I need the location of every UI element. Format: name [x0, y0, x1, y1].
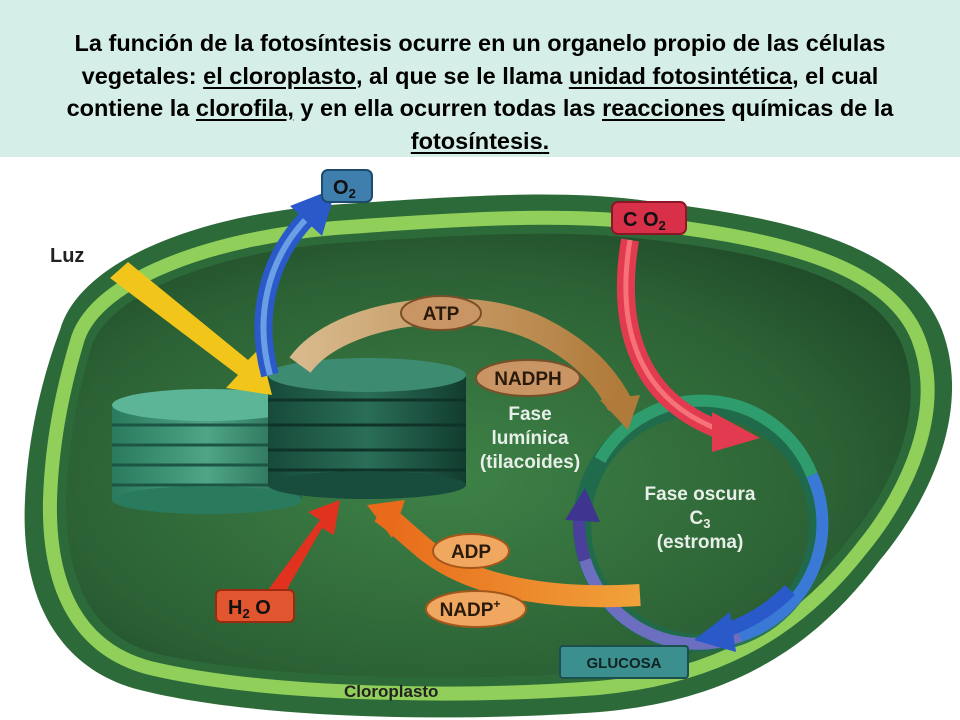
svg-text:ADP: ADP [451, 542, 491, 563]
glucose-box: GLUCOSA [559, 645, 689, 679]
glucose-arrow [694, 584, 795, 652]
atp-nadph-arrow [289, 298, 640, 430]
thylakoid-stack-right [268, 358, 466, 499]
header-keyword: reacciones [602, 95, 725, 121]
nadph-pill: NADPH [475, 359, 581, 397]
header-keyword: fotosíntesis [410, 127, 543, 154]
atp-pill: ATP [400, 295, 482, 331]
calvin-cycle-ring [565, 394, 829, 652]
svg-text:GLUCOSA: GLUCOSA [587, 655, 662, 672]
header-banner: La función de la fotosíntesis ocurre en … [0, 0, 960, 157]
svg-text:NADP+: NADP+ [440, 597, 501, 621]
light-arrow [110, 262, 272, 395]
header-keyword: el cloroplasto [203, 62, 356, 89]
header-text-segment: , al que se le llama [355, 62, 569, 89]
svg-text:Cloroplasto: Cloroplasto [344, 682, 438, 701]
svg-text:ATP: ATP [423, 304, 460, 325]
header-text-segment: y en ella ocurren todas las [293, 95, 603, 121]
caption: Cloroplasto [344, 682, 438, 701]
header-keyword: unidad fotosintética [568, 62, 793, 89]
svg-text:O2: O2 [333, 177, 356, 201]
svg-text:NADPH: NADPH [494, 369, 562, 390]
svg-text:C O2: C O2 [623, 209, 666, 233]
header-keyword: clorofila, [195, 95, 294, 121]
header-text-segment: , el cual contiene la [66, 62, 879, 122]
adp-pill: ADP [432, 533, 510, 569]
co2-arrow [616, 238, 760, 452]
header-keyword: . [542, 127, 550, 154]
svg-text:(estroma): (estroma) [657, 532, 744, 553]
header-paragraph: La función de la fotosíntesis ocurre en … [40, 27, 920, 157]
svg-text:Fase: Fase [508, 404, 551, 425]
svg-text:H2 O: H2 O [228, 597, 271, 621]
svg-text:Fase oscura: Fase oscura [645, 484, 756, 505]
light-phase-label: Fase lumínica (tilacoides) [480, 404, 580, 473]
co2-box: C O2 [611, 201, 687, 235]
h2o-box: H2 O [215, 589, 295, 623]
nadp-pill: NADP+ [425, 590, 527, 628]
h2o-arrow [268, 500, 340, 598]
svg-text:(tilacoides): (tilacoides) [480, 452, 580, 473]
header-text-segment: La función de la fotosíntesis ocurre en … [74, 30, 886, 89]
svg-text:C3: C3 [690, 508, 711, 531]
header-text-segment: químicas de la [724, 95, 894, 121]
luz-label: Luz [50, 245, 84, 267]
dark-phase-label: Fase oscura C3 (estroma) [645, 484, 756, 553]
svg-text:lumínica: lumínica [491, 428, 569, 449]
svg-text:Luz: Luz [50, 245, 84, 267]
o2-box: O2 [321, 169, 373, 203]
